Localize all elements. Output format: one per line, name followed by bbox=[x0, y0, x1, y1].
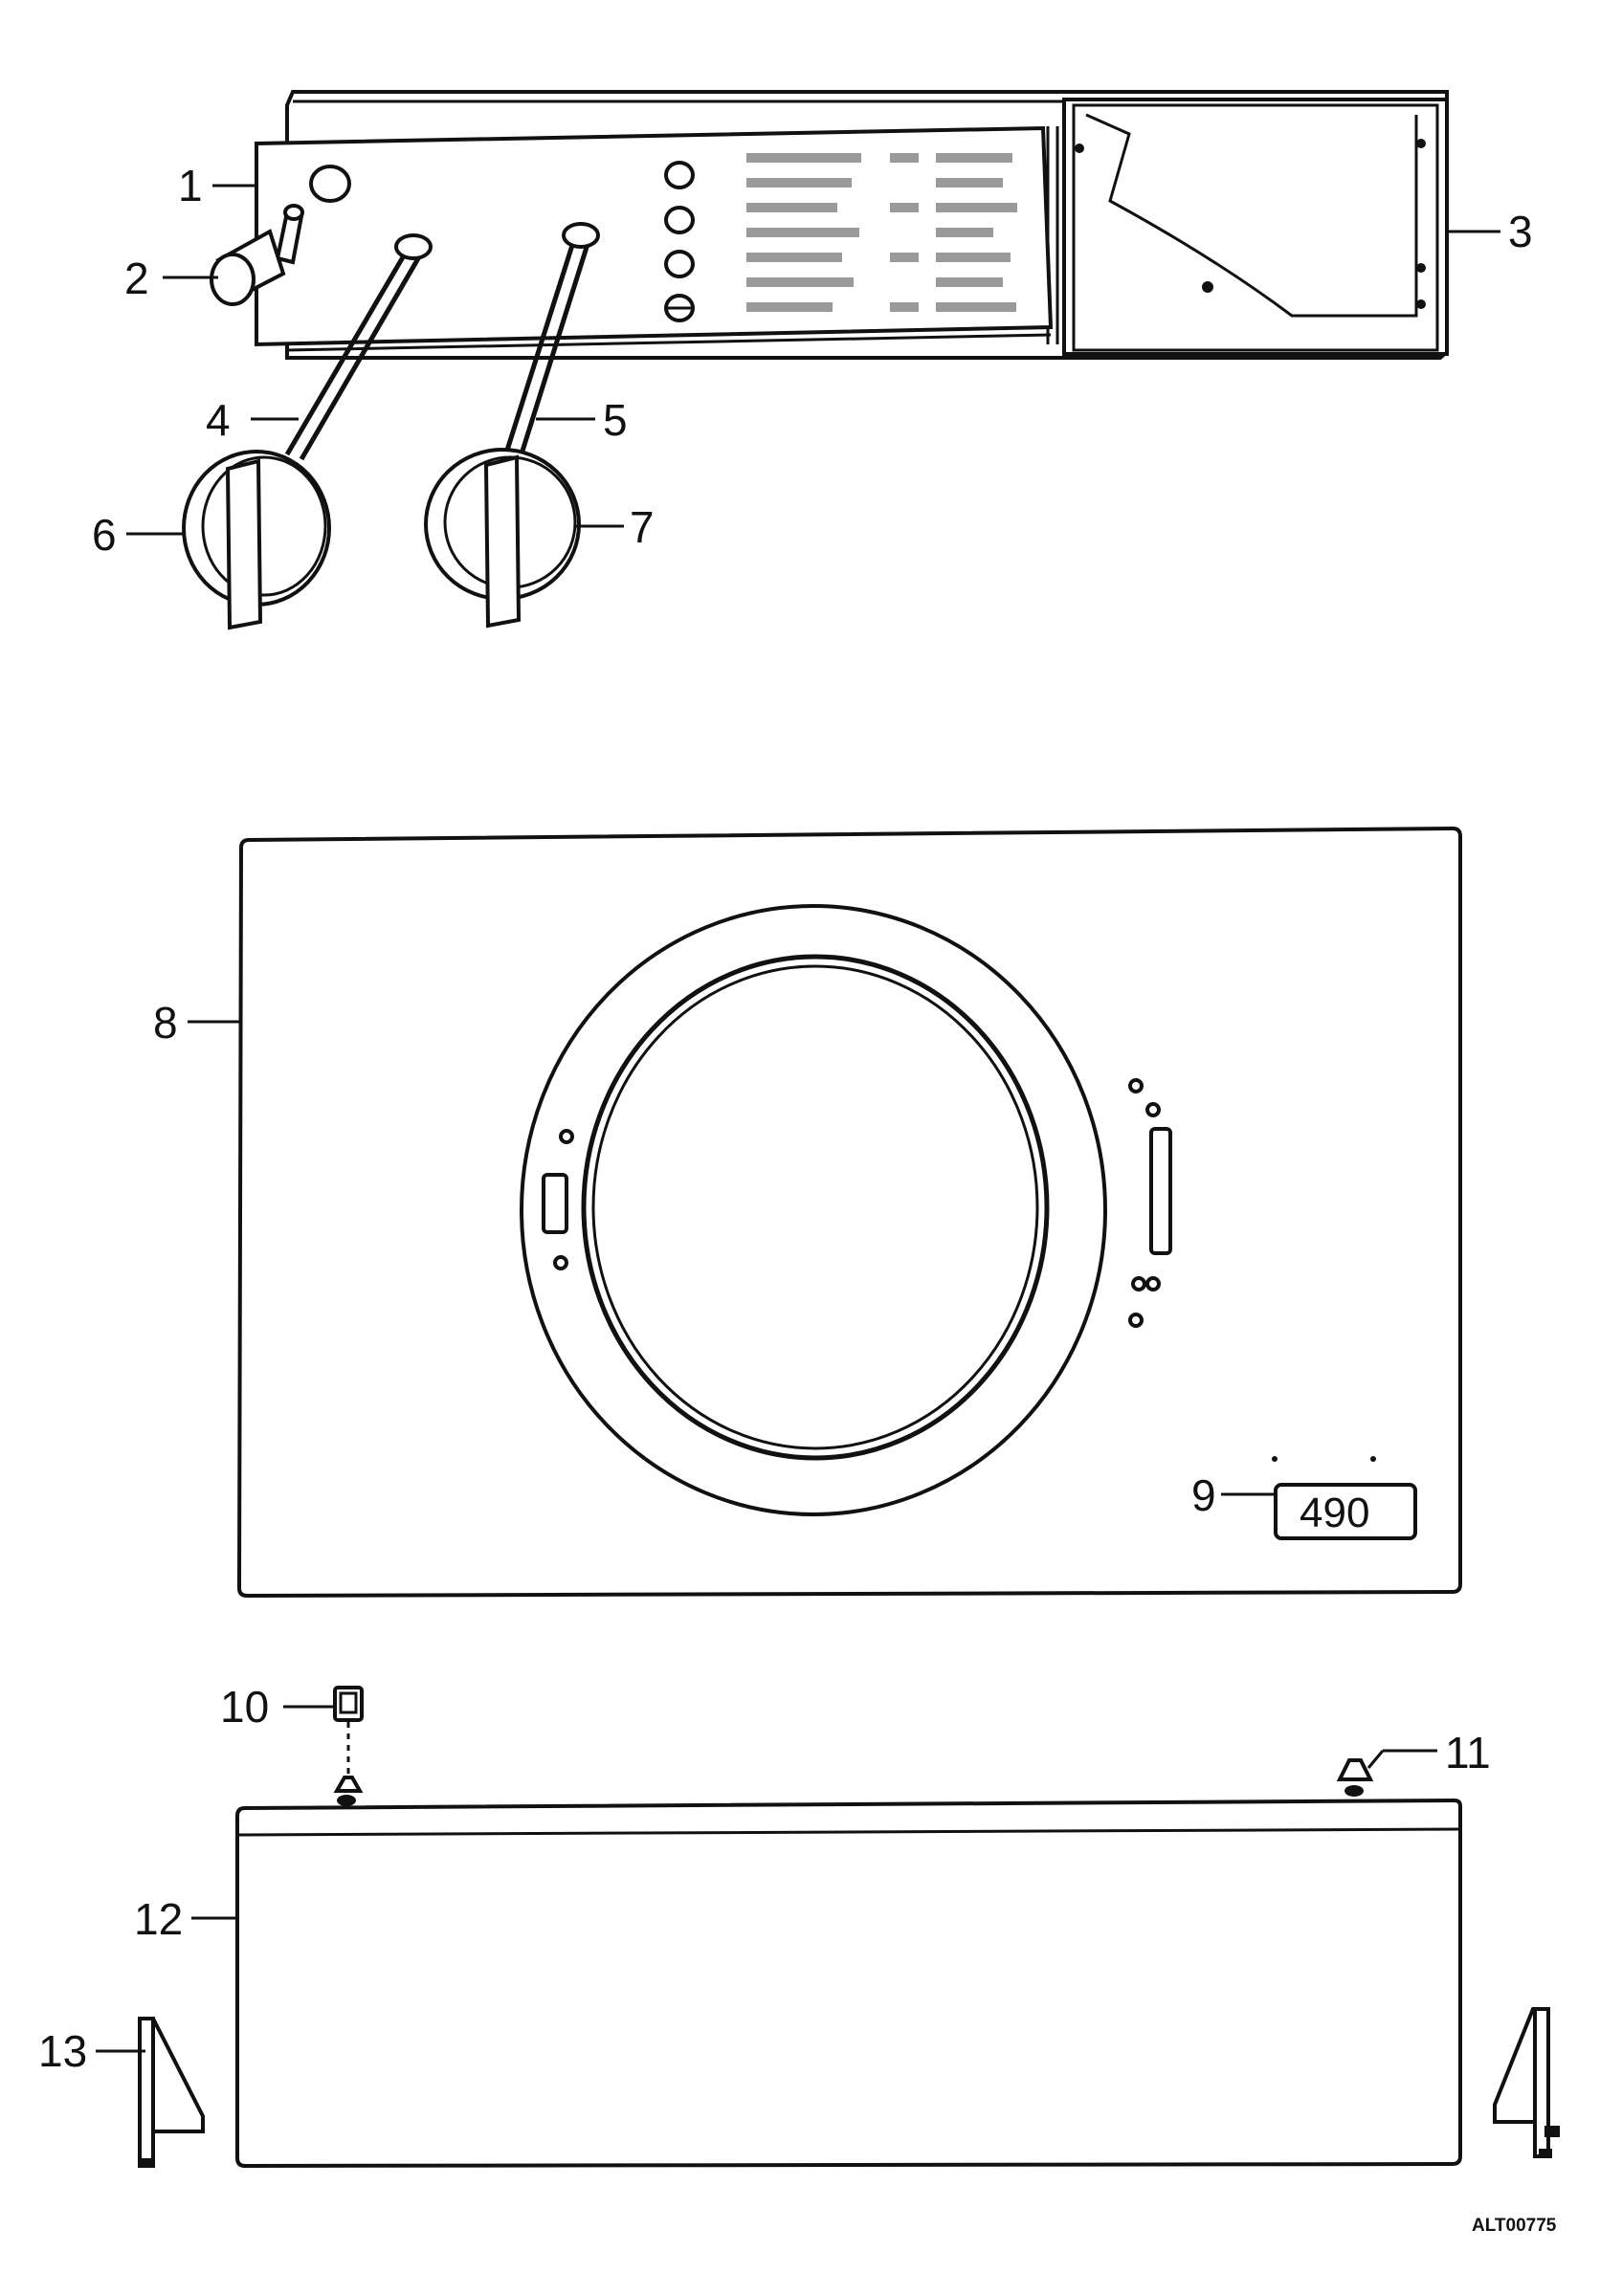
right-knob-grip bbox=[483, 454, 522, 629]
callout-1: 1 bbox=[178, 161, 203, 210]
program-button-2 bbox=[664, 206, 695, 234]
model-badge bbox=[1274, 1483, 1417, 1540]
callout-4: 4 bbox=[206, 395, 231, 445]
callout-13: 13 bbox=[38, 2026, 87, 2076]
control-panel-assembly bbox=[182, 90, 1449, 630]
panel-indicator-hole bbox=[309, 165, 351, 203]
bottom-callouts: 10 11 12 13 bbox=[38, 1682, 1491, 2076]
callout-10: 10 bbox=[220, 1682, 269, 1732]
mounting-bracket-right bbox=[1493, 2007, 1560, 2158]
callout-5: 5 bbox=[603, 395, 628, 445]
model-badge-number: 490 bbox=[1300, 1490, 1369, 1536]
porthole-outer-ring bbox=[520, 904, 1107, 1516]
callout-11: 11 bbox=[1445, 1728, 1491, 1777]
callout-2: 2 bbox=[124, 254, 149, 303]
program-buttons bbox=[664, 161, 695, 322]
callout-3: 3 bbox=[1508, 207, 1533, 256]
left-knob-grip bbox=[225, 458, 263, 630]
callout-9: 9 bbox=[1191, 1470, 1216, 1520]
left-knob-assembly bbox=[182, 233, 433, 630]
callout-8: 8 bbox=[153, 998, 178, 1048]
legend-text-texture bbox=[746, 153, 1017, 312]
front-door-panel: 490 bbox=[236, 826, 1462, 1599]
latch-slot-right bbox=[1149, 1127, 1172, 1255]
hinge-slot-left bbox=[542, 1173, 568, 1234]
program-button-1 bbox=[664, 161, 695, 189]
callout-7: 7 bbox=[630, 502, 655, 552]
program-button-3 bbox=[664, 250, 695, 278]
right-knob-assembly bbox=[424, 222, 600, 629]
kick-panel bbox=[235, 1798, 1462, 2169]
callout-12: 12 bbox=[134, 1894, 183, 1944]
kick-panel-assembly bbox=[138, 1686, 1560, 2169]
control-front-panel bbox=[255, 125, 1054, 347]
document-id: ALT00775 bbox=[1472, 2216, 1557, 2236]
mounting-bracket-left bbox=[138, 2017, 205, 2168]
middle-callouts: 8 9 bbox=[153, 998, 1276, 1520]
console-inner-bracket bbox=[1085, 113, 1418, 318]
top-callouts: 1 2 3 4 5 6 7 bbox=[92, 161, 1533, 560]
callout-6: 6 bbox=[92, 510, 117, 560]
mounting-stud bbox=[1336, 1758, 1374, 1781]
push-button-part bbox=[210, 204, 304, 306]
